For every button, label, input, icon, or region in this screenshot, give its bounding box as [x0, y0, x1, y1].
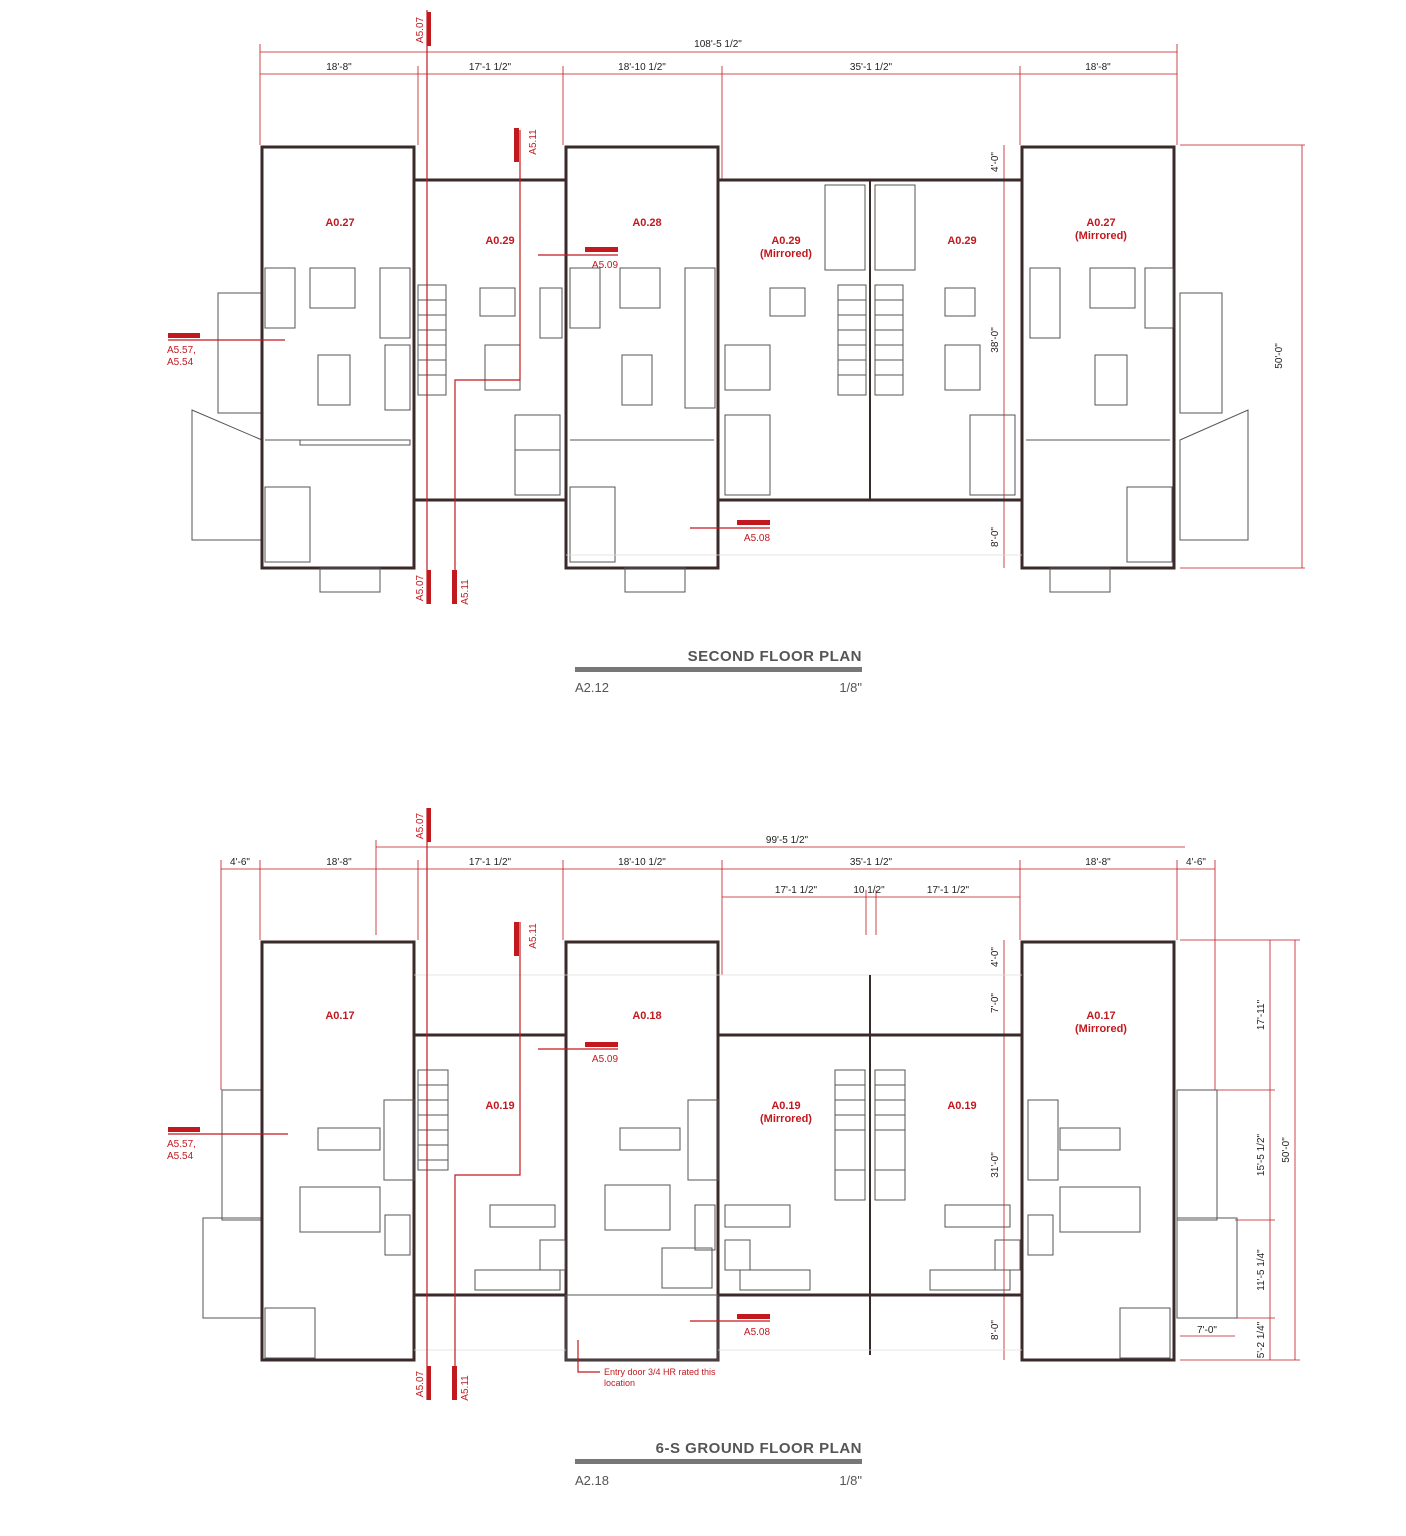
section-ref-a511-top: A5.11 [528, 129, 539, 155]
section-ref-a557: A5.57, [167, 345, 196, 356]
section-ref-a508: A5.08 [744, 533, 771, 544]
overall-dimension-ground: 99'-5 1/2" [766, 835, 809, 846]
section-ref-a507-top: A5.07 [415, 16, 426, 43]
dim-segment-1: 18'-8" [326, 62, 352, 73]
dim-ground-6: 18'-8" [1085, 857, 1111, 868]
dim-sub-3: 17'-1 1/2" [927, 885, 970, 896]
dim-ground-porch-7ft: 7'-0" [1197, 1325, 1217, 1336]
ground-section-ref-a507-bottom: A5.07 [415, 1370, 426, 1397]
dim-right-38ft: 38'-0" [990, 327, 1001, 353]
sheet-number-ground-floor: A2.18 [575, 1473, 609, 1488]
dim-right-8ft: 8'-0" [990, 527, 1001, 547]
plan-title-ground-floor: 6-S GROUND FLOOR PLAN [656, 1440, 862, 1457]
dim-ground-right-4ft: 4'-0" [990, 947, 1001, 967]
dim-ground-7: 4'-6" [1186, 857, 1206, 868]
scale-second-floor: 1/8" [839, 680, 862, 695]
dim-ground-right-5-2: 5'-2 1/4" [1256, 1321, 1267, 1358]
dim-ground-right-15-5: 15'-5 1/2" [1256, 1133, 1267, 1176]
unit-label-1: A0.27 [325, 217, 354, 229]
ground-floor-plan: 99'-5 1/2" 4'-6" 18'-8" 17'-1 1/2" 18'-1… [167, 808, 1300, 1488]
sheet-number-second-floor: A2.12 [575, 680, 609, 695]
entry-door-note-2: location [604, 1378, 635, 1388]
section-ref-a511-bottom: A5.11 [460, 579, 471, 605]
ground-section-ref-a557: A5.57, [167, 1139, 196, 1150]
ground-section-ref-a554: A5.54 [167, 1151, 194, 1162]
title-bar-second-floor [575, 667, 862, 672]
dim-ground-2: 18'-8" [326, 857, 352, 868]
section-ref-a507-bottom: A5.07 [415, 574, 426, 601]
ground-unit-label-5: A0.19 [947, 1100, 976, 1112]
second-floor-outline [260, 145, 1176, 570]
second-floor-plan: 108'-5 1/2" 18'-8" 17'-1 1/2" 18'-10 1/2… [167, 10, 1305, 695]
dim-ground-right-8ft: 8'-0" [990, 1320, 1001, 1340]
dim-segment-3: 18'-10 1/2" [618, 62, 666, 73]
unit-label-6: A0.27 [1086, 217, 1115, 229]
scale-ground-floor: 1/8" [839, 1473, 862, 1488]
dim-right-4ft: 4'-0" [990, 152, 1001, 172]
unit-label-6-mirrored: (Mirrored) [1075, 230, 1127, 242]
dim-ground-right-7ft: 7'-0" [990, 993, 1001, 1013]
ground-unit-label-4-mirrored: (Mirrored) [760, 1113, 812, 1125]
ground-section-ref-a507-top: A5.07 [415, 812, 426, 839]
ground-section-ref-a511-top: A5.11 [528, 923, 539, 949]
title-bar-ground-floor [575, 1459, 862, 1464]
ground-unit-label-3: A0.18 [632, 1010, 661, 1022]
dim-ground-4: 18'-10 1/2" [618, 857, 666, 868]
dim-segment-2: 17'-1 1/2" [469, 62, 512, 73]
dim-ground-right-17-11: 17'-11" [1256, 999, 1267, 1030]
dim-ground-1: 4'-6" [230, 857, 250, 868]
ground-unit-label-1: A0.17 [325, 1010, 354, 1022]
section-ref-a554: A5.54 [167, 357, 194, 368]
unit-label-2: A0.29 [485, 235, 514, 247]
dim-segment-4: 35'-1 1/2" [850, 62, 893, 73]
ground-unit-label-2: A0.19 [485, 1100, 514, 1112]
dim-ground-3: 17'-1 1/2" [469, 857, 512, 868]
ground-floor-outline [260, 940, 1176, 1362]
dim-sub-2: 10 1/2" [853, 885, 885, 896]
ground-section-ref-a508: A5.08 [744, 1327, 771, 1338]
ground-unit-label-6-mirrored: (Mirrored) [1075, 1023, 1127, 1035]
ground-section-ref-a511-bottom: A5.11 [460, 1375, 471, 1401]
section-ref-a509: A5.09 [592, 260, 619, 271]
overall-dimension: 108'-5 1/2" [694, 39, 742, 50]
unit-label-4: A0.29 [771, 235, 800, 247]
dim-segment-5: 18'-8" [1085, 62, 1111, 73]
ground-section-ref-a509: A5.09 [592, 1054, 619, 1065]
plan-title-second-floor: SECOND FLOOR PLAN [688, 648, 862, 665]
dim-ground-5: 35'-1 1/2" [850, 857, 893, 868]
unit-label-4-mirrored: (Mirrored) [760, 248, 812, 260]
ground-unit-label-4: A0.19 [771, 1100, 800, 1112]
dim-right-total: 50'-0" [1274, 343, 1285, 369]
unit-label-5: A0.29 [947, 235, 976, 247]
ground-unit-label-6: A0.17 [1086, 1010, 1115, 1022]
unit-label-3: A0.28 [632, 217, 661, 229]
entry-door-note: Entry door 3/4 HR rated this [604, 1367, 716, 1377]
dim-sub-1: 17'-1 1/2" [775, 885, 818, 896]
dim-ground-right-31ft: 31'-0" [990, 1152, 1001, 1178]
dim-ground-right-11-5: 11'-5 1/4" [1256, 1249, 1267, 1291]
dim-ground-right-50ft: 50'-0" [1281, 1137, 1292, 1163]
